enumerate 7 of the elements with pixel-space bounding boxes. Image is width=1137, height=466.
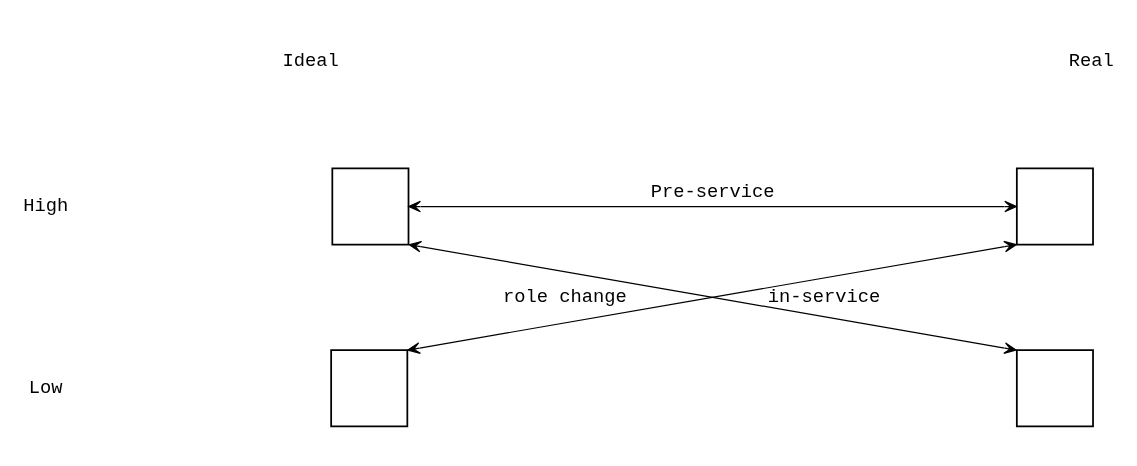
label: Ideal [282, 49, 339, 72]
edge-label: in-service [767, 285, 881, 308]
label: Low [28, 376, 63, 399]
edge-label: Pre-service [650, 180, 775, 203]
edge-label: role change [503, 285, 627, 308]
label: Real [1068, 49, 1114, 72]
label: High [23, 194, 69, 217]
